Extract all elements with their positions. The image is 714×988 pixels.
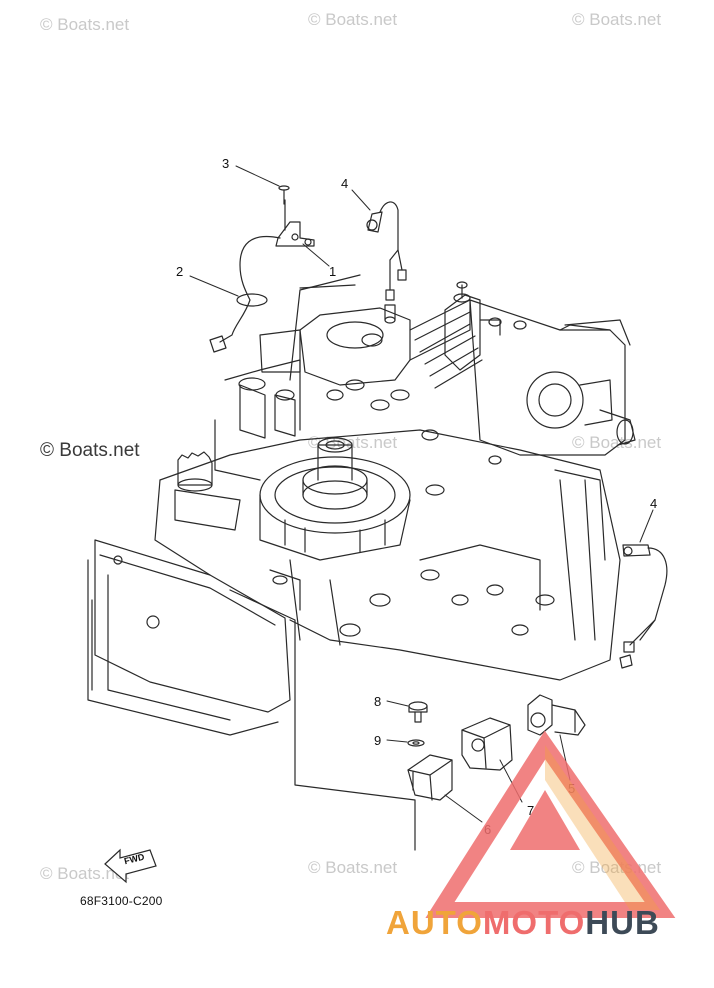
watermark: © Boats.net: [572, 10, 662, 29]
callout-7: 7: [527, 803, 535, 818]
part-5-sensor: [527, 694, 586, 781]
fwd-arrow-icon: [104, 848, 157, 884]
brand-part-moto: MOTO: [482, 904, 586, 941]
stator-assembly: [259, 437, 411, 561]
part-4-sensor-top: [351, 189, 407, 301]
callout-4-right: 4: [650, 496, 658, 511]
lower-block: [269, 469, 606, 646]
callout-1: 1: [329, 264, 337, 279]
watermark: © Boats.net: [308, 858, 398, 877]
drive-gear: [174, 451, 241, 531]
brand-wordmark: AUTOMOTOHUB: [386, 904, 660, 942]
callout-2: 2: [176, 264, 184, 279]
callout-4-top: 4: [341, 176, 349, 191]
part-4-sensor-right: [619, 509, 668, 669]
callout-6: 6: [484, 822, 492, 837]
part-8-bolt: [386, 700, 428, 723]
watermark: © Boats.net: [308, 10, 398, 29]
watermark: © Boats.net: [40, 864, 130, 883]
part-1-clamp: [275, 221, 330, 267]
watermark: © Boats.net: [40, 440, 140, 461]
part-3-screw: [235, 165, 290, 205]
brand-part-hub: HUB: [585, 904, 660, 941]
callout-9: 9: [374, 733, 382, 748]
callout-5: 5: [568, 781, 576, 796]
brand-part-auto: AUTO: [386, 904, 483, 941]
side-cover: [87, 539, 291, 736]
leader-lines: [229, 199, 416, 851]
part-2-wire-harness: [189, 236, 281, 353]
watermark: © Boats.net: [572, 433, 662, 452]
part-7-block: [461, 717, 523, 803]
part-9-washer: [386, 739, 425, 747]
callout-3: 3: [222, 156, 230, 171]
callout-8: 8: [374, 694, 382, 709]
diagram-code: 68F3100-C200: [80, 894, 163, 908]
engine-block: [154, 281, 636, 681]
part-6-bracket: [407, 754, 483, 823]
watermark: © Boats.net: [40, 15, 130, 34]
